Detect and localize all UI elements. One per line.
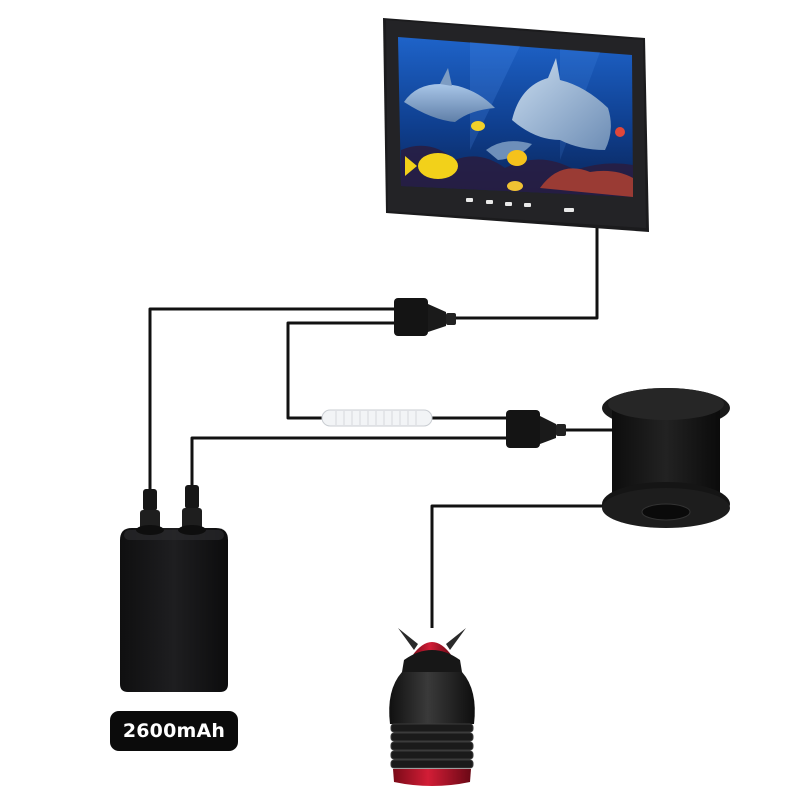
cable-reel: [602, 388, 730, 528]
loop-cable: [286, 321, 398, 420]
monitor-screen: [398, 37, 633, 197]
underwater-camera: [389, 628, 475, 786]
splitter-bottom: [506, 410, 566, 448]
yellow-fish: [418, 153, 458, 179]
battery-plug-right: [178, 485, 206, 535]
monitor-buttons: [466, 198, 574, 212]
monitor: [383, 18, 649, 232]
battery-capacity-label: 2600mAh: [110, 711, 238, 751]
dolphin-right: [512, 58, 611, 150]
power-cable-left: [148, 307, 398, 492]
dolphin-left: [404, 84, 495, 122]
splitter-top: [394, 298, 456, 336]
camera-cable: [430, 504, 640, 628]
battery-box: [120, 485, 228, 692]
power-cable-right: [190, 436, 506, 488]
inline-connector: [321, 409, 433, 427]
battery-plug-left: [136, 489, 164, 535]
monitor-cable: [440, 226, 599, 320]
